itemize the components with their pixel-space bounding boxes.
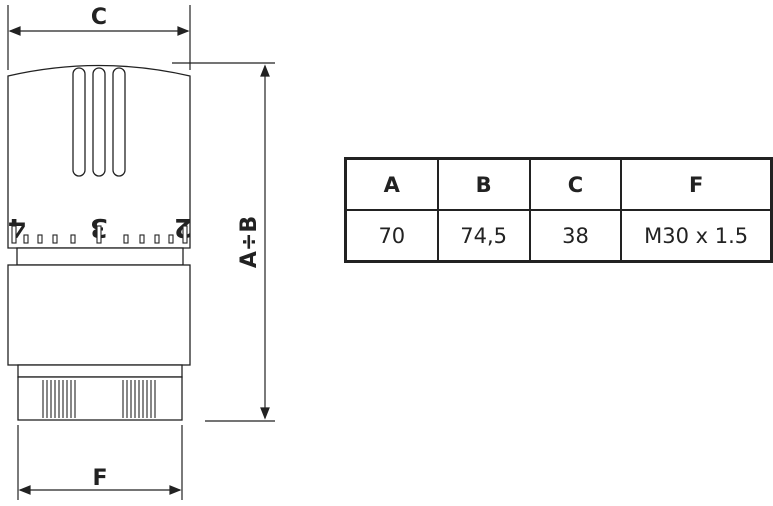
dimension-a-b	[172, 62, 275, 422]
value-b: 74,5	[436, 209, 531, 263]
header-c: C	[528, 157, 623, 211]
grip-ribs	[72, 67, 126, 177]
dimension-c-label: C	[91, 5, 107, 30]
nut-knurling	[42, 380, 156, 418]
value-c: 38	[528, 209, 623, 263]
scale-ticks	[11, 225, 188, 244]
value-f: M30 x 1.5	[620, 209, 773, 263]
table-header-row: A B C F	[344, 157, 773, 211]
dimensions-table: A B C F 70 74,5 38 M30 x 1.5	[344, 157, 773, 263]
body	[7, 247, 191, 366]
dimension-c	[7, 5, 191, 70]
header-b: B	[436, 157, 531, 211]
header-f: F	[620, 157, 773, 211]
dimension-f	[17, 425, 183, 500]
scale-number-4: 4	[8, 212, 26, 242]
dimension-a-b-label: A÷B	[237, 216, 262, 268]
value-a: 70	[344, 209, 439, 263]
dimension-f-label: F	[92, 466, 107, 491]
table-row: 70 74,5 38 M30 x 1.5	[344, 209, 773, 263]
header-a: A	[344, 157, 439, 211]
